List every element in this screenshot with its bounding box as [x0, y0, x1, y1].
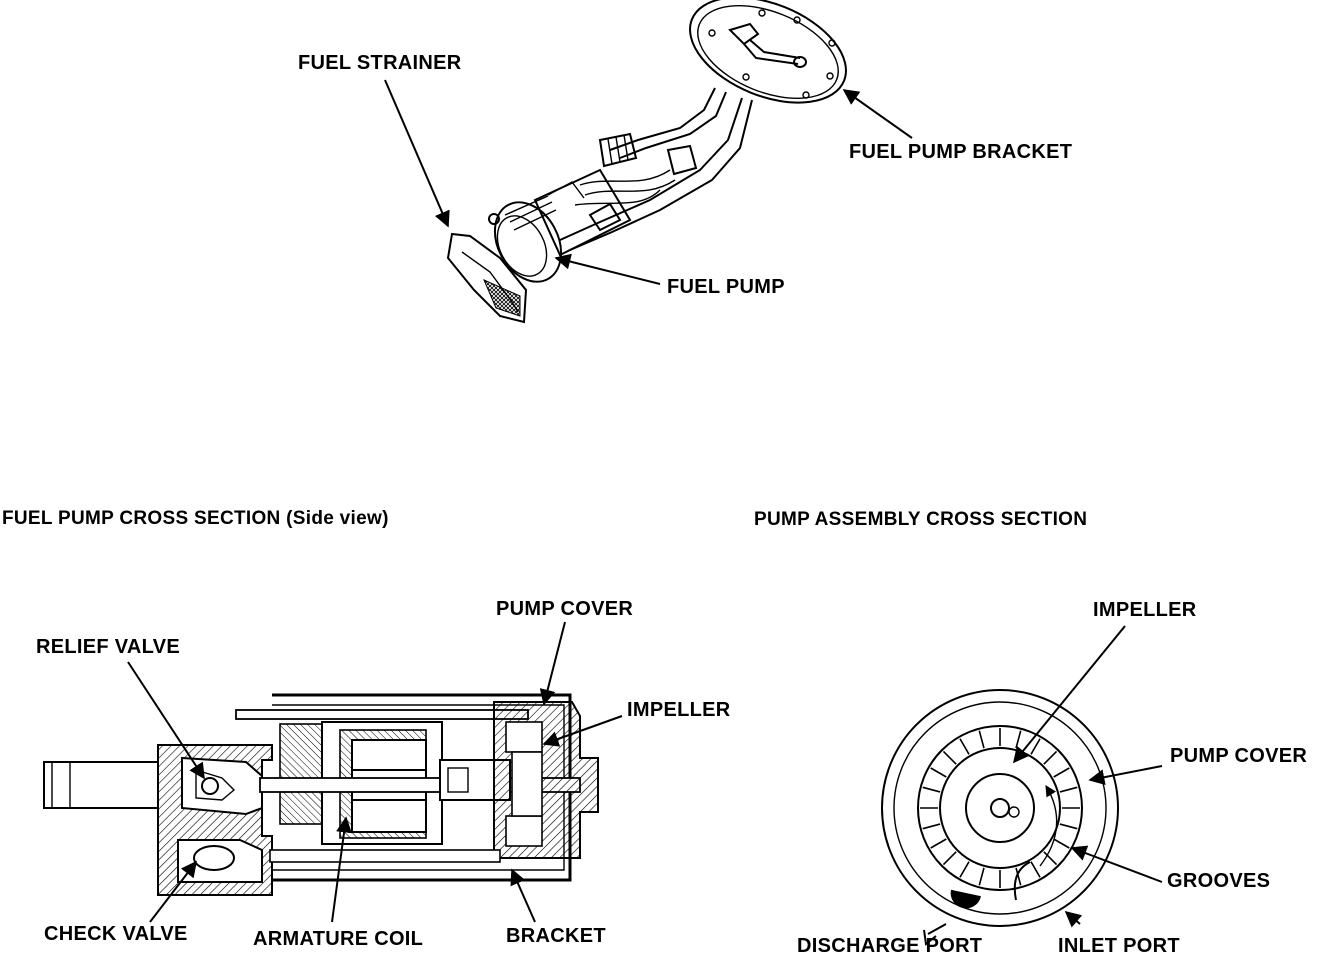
side-section-title: FUEL PUMP CROSS SECTION (Side view) [2, 508, 389, 529]
fuel-lines [559, 87, 753, 251]
impeller-groove [1030, 861, 1041, 878]
check-valve-leader [149, 860, 197, 923]
fuel-pump-bracket-flange [689, 0, 847, 104]
grooves-leader [1070, 845, 1163, 883]
assembly-impeller-label: IMPELLER [1093, 599, 1197, 621]
armature-coil-label: ARMATURE COIL [253, 928, 424, 950]
impeller-groove [930, 838, 947, 849]
side-pump-cover-label: PUMP COVER [496, 598, 634, 620]
impeller-groove [978, 867, 985, 886]
fuel-pump-body [488, 168, 632, 283]
impeller-leader-assembly [1012, 625, 1126, 764]
impeller-groove [1015, 867, 1022, 886]
pump-cover-leader-assembly [1088, 765, 1163, 786]
discharge-port-mark [950, 889, 981, 909]
impeller-groove [942, 851, 957, 866]
discharge-port-label: DISCHARGE PORT [797, 935, 983, 957]
relief-valve-leader [127, 661, 205, 780]
impeller-leader-side [542, 715, 623, 747]
impeller-groove [1043, 851, 1058, 866]
relief-valve-label: RELIEF VALVE [36, 636, 180, 658]
impeller-groove [1015, 730, 1022, 749]
impeller-groove [959, 861, 970, 878]
impeller-groove [1059, 786, 1078, 793]
impeller-groove [1043, 750, 1058, 765]
side-impeller-label: IMPELLER [627, 699, 731, 721]
impeller-groove [1059, 823, 1078, 830]
armature-coil-leader [331, 816, 353, 923]
fuel-strainer-leader [384, 79, 450, 228]
fuel-pump-leader [554, 253, 661, 285]
fuel-pump-label: FUEL PUMP [667, 276, 785, 298]
impeller-groove [930, 767, 947, 778]
fuel-pump-assembly-illustration [446, 0, 847, 324]
impeller-groove [922, 786, 941, 793]
impeller-groove [1053, 838, 1070, 849]
bracket-label: BRACKET [506, 925, 606, 947]
grooves-label: GROOVES [1167, 870, 1271, 892]
impeller-groove [1053, 767, 1070, 778]
pump-cover-leader-side [539, 621, 566, 706]
inlet-port-label: INLET PORT [1058, 935, 1180, 957]
impeller-groove [959, 738, 970, 755]
fuel-strainer-label: FUEL STRAINER [298, 52, 462, 74]
impeller-groove [978, 730, 985, 749]
side-cross-section-illustration [43, 693, 599, 896]
assembly-pump-cover-label: PUMP COVER [1170, 745, 1308, 767]
impeller-groove [1030, 738, 1041, 755]
pump-assembly-cross-section-illustration [881, 689, 1119, 946]
bracket-leader [510, 868, 536, 923]
fuel-pump-bracket-label: FUEL PUMP BRACKET [849, 141, 1073, 163]
fuel-pump-bracket-leader [842, 89, 913, 139]
impeller-groove [922, 823, 941, 830]
fuel-strainer [446, 232, 528, 324]
pump-assembly-title: PUMP ASSEMBLY CROSS SECTION [754, 509, 1088, 530]
check-valve-label: CHECK VALVE [44, 923, 188, 945]
impeller-grooves [920, 728, 1080, 888]
impeller-groove [942, 750, 957, 765]
